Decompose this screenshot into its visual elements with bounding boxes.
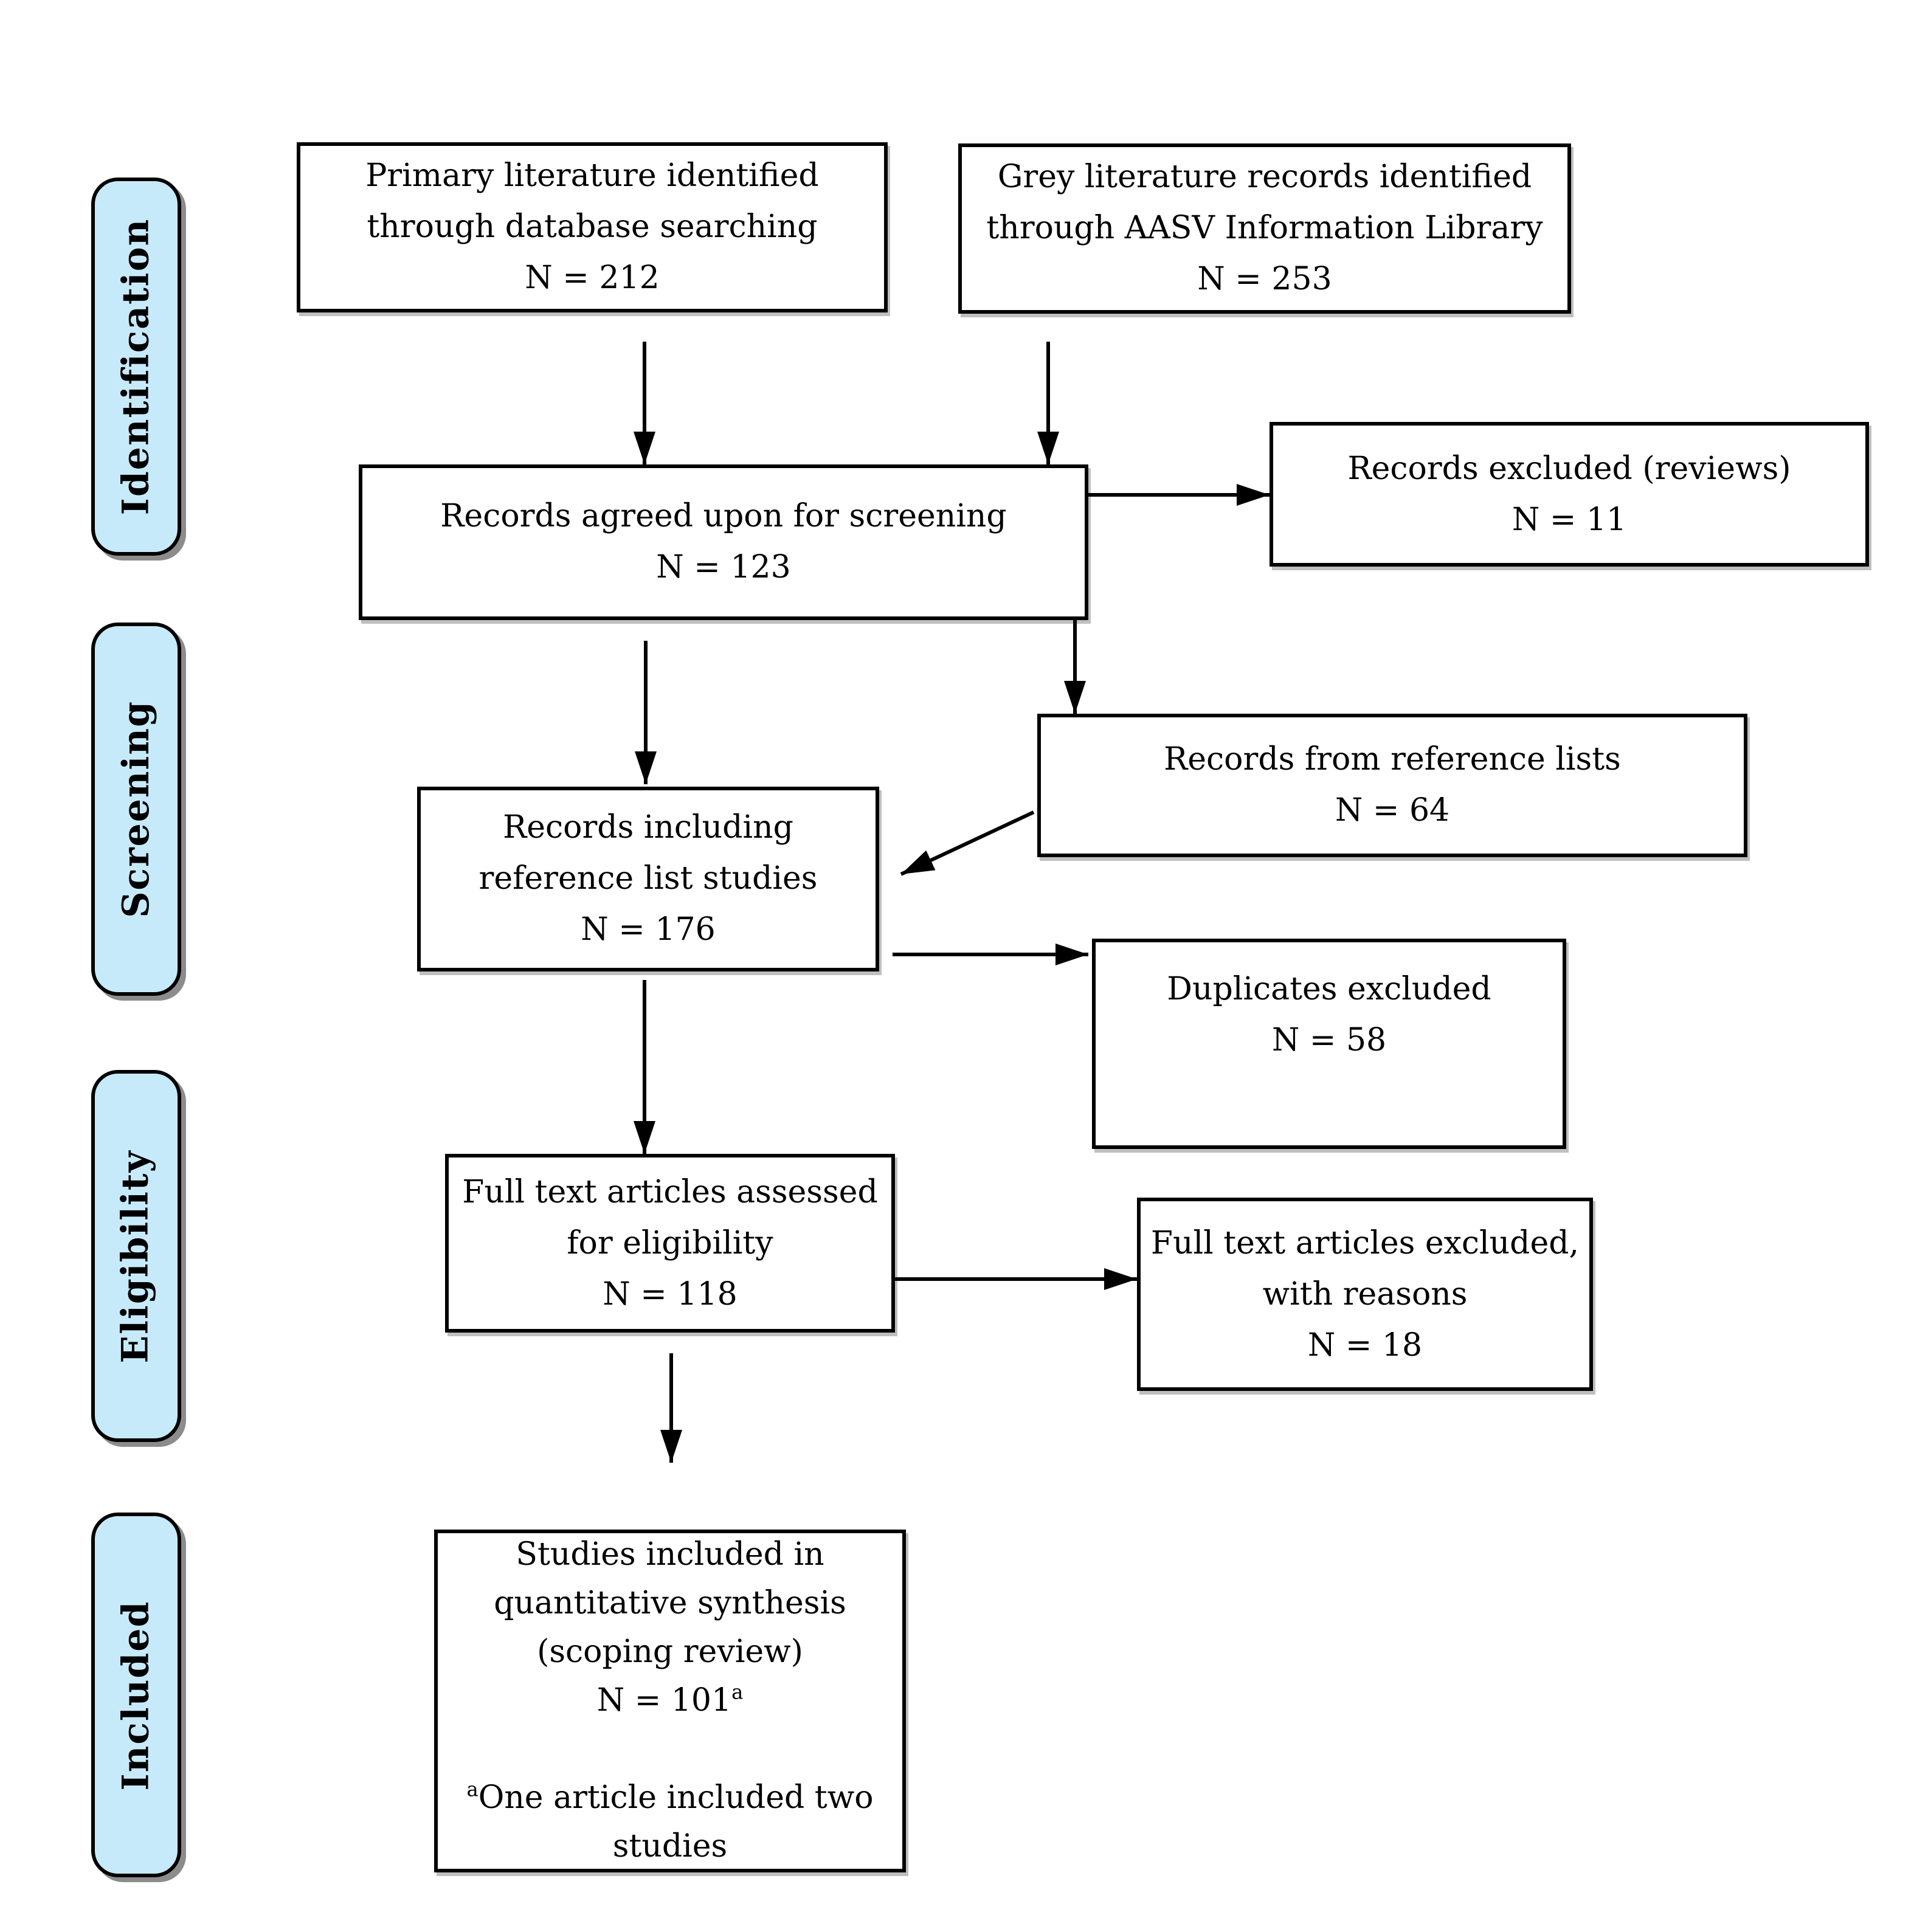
box-text-line: Full text articles excluded, (1150, 1225, 1580, 1261)
stage-tab-included: Included (91, 1513, 181, 1877)
box-text-line: with reasons (1262, 1276, 1468, 1313)
footnote-text: One article included two (478, 1780, 874, 1816)
box-count-line: N = 118 (603, 1276, 738, 1313)
box-text-line: through AASV Information Library (986, 210, 1543, 247)
box-count-line: N = 64 (1335, 793, 1450, 829)
stage-label-included: Included (115, 1599, 158, 1790)
box-included-studies: Studies included in quantitative synthes… (434, 1530, 906, 1872)
box-count-line: N = 58 (1271, 1022, 1387, 1058)
box-text-line: reference list studies (478, 861, 818, 897)
box-text-line: Primary literature identified (365, 158, 819, 195)
box-text-line: (scoping review) (537, 1634, 803, 1671)
footnote-line: aOne article included two (466, 1774, 873, 1823)
box-text-line: quantitative synthesis (494, 1585, 846, 1622)
box-count-line: N = 176 (581, 912, 716, 948)
arrow-reference-lists-to-including-references (900, 810, 1035, 876)
footnote-marker: a (466, 1778, 478, 1801)
box-text-line: Grey literature records identified (997, 159, 1532, 196)
box-fulltext-excluded: Full text articles excluded, with reason… (1137, 1198, 1593, 1391)
box-text-line: Records agreed upon for screening (440, 499, 1007, 535)
box-records-reference-lists: Records from reference lists N = 64 (1037, 714, 1747, 857)
box-grey-literature: Grey literature records identified throu… (958, 143, 1571, 314)
box-count-line: N = 11 (1512, 502, 1627, 538)
box-count-line: N = 18 (1307, 1327, 1423, 1364)
box-text-line: through database searching (367, 209, 818, 246)
box-fulltext-assessed: Full text articles assessed for eligibil… (445, 1154, 895, 1333)
box-text-line: for eligibility (567, 1225, 773, 1261)
box-text-line: Records excluded (reviews) (1347, 450, 1791, 487)
stage-label-screening: Screening (115, 700, 158, 918)
box-text-line: Full text articles assessed (462, 1174, 878, 1210)
box-count-line: N = 212 (525, 260, 660, 297)
box-text-line: Records including (503, 810, 793, 846)
stage-label-identification: Identification (115, 218, 157, 516)
box-primary-literature: Primary literature identified through da… (297, 142, 888, 312)
box-text-line: Records from reference lists (1164, 742, 1621, 778)
included-count: N = 101 (596, 1683, 732, 1719)
box-duplicates-excluded: Duplicates excluded N = 58 (1092, 939, 1566, 1149)
stage-tab-screening: Screening (91, 623, 181, 996)
box-count-line: N = 101a (597, 1677, 744, 1725)
box-text-line: Duplicates excluded (1167, 971, 1491, 1007)
stage-tab-identification: Identification (91, 178, 181, 556)
stage-tab-eligibility: Eligibility (91, 1070, 181, 1442)
footnote-marker: a (731, 1680, 744, 1704)
box-count-line: N = 123 (656, 550, 791, 586)
box-records-including-references: Records including reference list studies… (417, 787, 879, 971)
stage-label-eligibility: Eligibility (115, 1149, 157, 1363)
box-text-line: Studies included in (516, 1537, 824, 1573)
box-records-agreed: Records agreed upon for screening N = 12… (359, 464, 1088, 620)
footnote-line: studies (612, 1829, 728, 1865)
box-records-excluded-reviews: Records excluded (reviews) N = 11 (1270, 422, 1869, 567)
box-count-line: N = 253 (1197, 261, 1332, 298)
